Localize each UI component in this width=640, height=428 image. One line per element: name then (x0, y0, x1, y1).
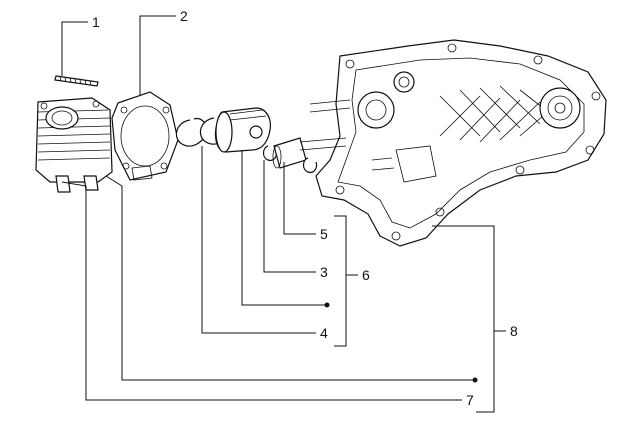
part-pin-clip (54, 75, 99, 87)
reference-dot (472, 377, 478, 383)
reference-dot (324, 302, 330, 308)
callout-3: 3 (320, 264, 328, 280)
part-crankcase (299, 39, 607, 247)
callout-1: 1 (92, 14, 100, 30)
callout-5: 5 (320, 226, 328, 242)
part-circlip-and-pin (262, 137, 318, 173)
part-head-gasket (111, 91, 179, 181)
part-piston (214, 107, 271, 153)
callout-6: 6 (362, 267, 370, 283)
part-cylinder (35, 97, 113, 193)
leader-lines (61, 15, 506, 413)
callout-7: 7 (466, 392, 474, 408)
callout-8: 8 (510, 323, 518, 339)
callout-4: 4 (320, 325, 328, 341)
callout-2: 2 (180, 8, 188, 24)
